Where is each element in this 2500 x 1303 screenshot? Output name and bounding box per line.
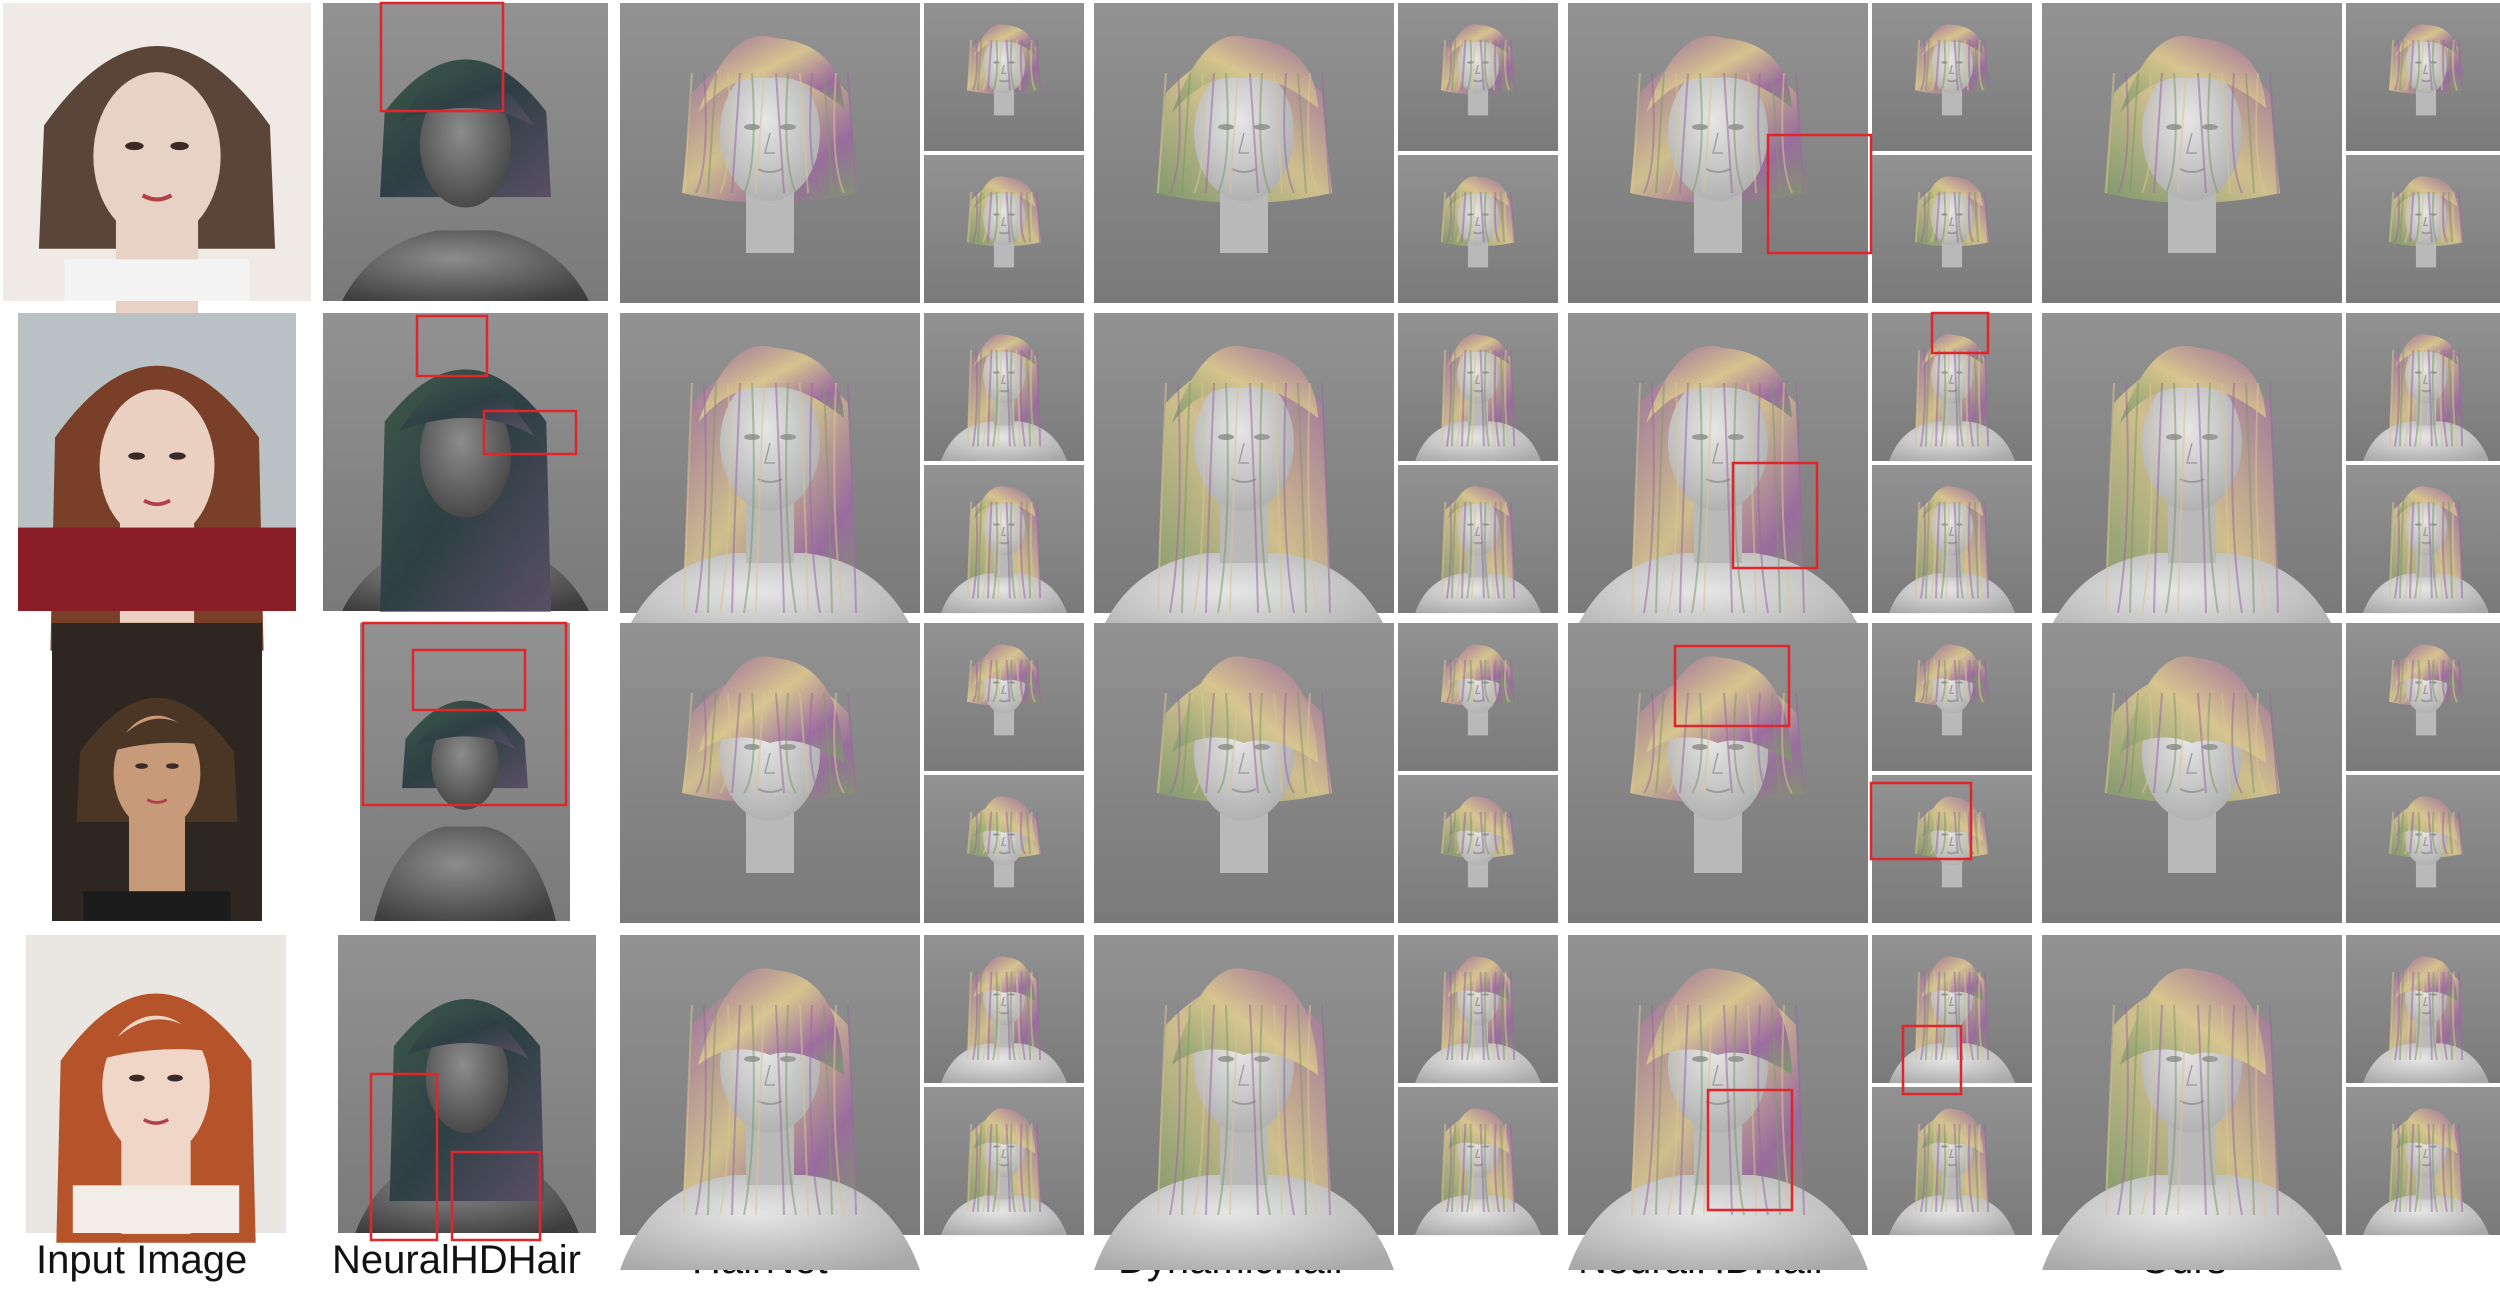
hairnet-thumb-side-row-4 — [924, 935, 1084, 1084]
ours-thumb-side-row-2 — [2346, 313, 2500, 462]
highlight-box-10 — [1869, 781, 1973, 861]
input-photo-row-1 — [3, 3, 311, 331]
ours-render-row-2 — [2042, 313, 2342, 648]
highlight-box-8 — [411, 648, 527, 712]
ours-render-row-3 — [2042, 623, 2342, 923]
dynamichair-thumb-angle-row-2 — [1398, 465, 1558, 614]
highlight-box-6 — [1731, 461, 1819, 570]
ours-thumb-side-row-4 — [2346, 935, 2500, 1084]
highlight-box-14 — [1706, 1088, 1794, 1212]
dynamichair-thumb-angle-row-1 — [1398, 155, 1558, 303]
highlight-box-3 — [415, 314, 489, 378]
neuralhdhair-star-thumb-angle-row-4 — [1872, 1087, 2032, 1236]
dynamichair-thumb-side-row-2 — [1398, 313, 1558, 462]
hairnet-render-row-2 — [620, 313, 920, 648]
highlight-box-7 — [361, 621, 568, 807]
hairnet-thumb-angle-row-1 — [924, 155, 1084, 303]
neuralhdhair-star-render-row-3 — [1568, 623, 1868, 923]
ours-render-row-4 — [2042, 935, 2342, 1270]
hairnet-thumb-side-row-1 — [924, 3, 1084, 151]
dynamichair-thumb-angle-row-4 — [1398, 1087, 1558, 1236]
highlight-box-5 — [1930, 311, 1990, 355]
dynamichair-thumb-side-row-4 — [1398, 935, 1558, 1084]
ours-thumb-angle-row-1 — [2346, 155, 2500, 303]
neuralhdhair-star-thumb-angle-row-1 — [1872, 155, 2032, 303]
dynamichair-render-row-3 — [1094, 623, 1394, 923]
dynamichair-thumb-side-row-3 — [1398, 623, 1558, 771]
ours-thumb-angle-row-3 — [2346, 775, 2500, 923]
input-photo-row-4 — [26, 935, 286, 1243]
highlight-box-1 — [379, 1, 505, 113]
neuralhdhair-star-thumb-side-row-4 — [1872, 935, 2032, 1084]
hairnet-thumb-angle-row-4 — [924, 1087, 1084, 1236]
dynamichair-render-row-1 — [1094, 3, 1394, 303]
hairnet-thumb-side-row-2 — [924, 313, 1084, 462]
neuralhdhair-star-thumb-side-row-3 — [1872, 623, 2032, 771]
highlight-box-12 — [450, 1150, 542, 1242]
neuralhdhair-star-render-row-2 — [1568, 313, 1868, 648]
hairnet-render-row-1 — [620, 3, 920, 303]
neuralhdhair-star-thumb-side-row-2 — [1872, 313, 2032, 462]
neuralhdhair-star-render-row-1 — [1568, 3, 1868, 303]
dynamichair-render-row-2 — [1094, 313, 1394, 648]
hairnet-render-row-3 — [620, 623, 920, 923]
dynamichair-render-row-4 — [1094, 935, 1394, 1270]
caption-neuralhdhair: NeuralHDHair — [332, 1238, 581, 1282]
dynamichair-thumb-angle-row-3 — [1398, 775, 1558, 923]
hairnet-render-row-4 — [620, 935, 920, 1270]
neuralhdhair-render-row-3 — [360, 623, 570, 921]
hairnet-thumb-side-row-3 — [924, 623, 1084, 771]
ours-thumb-angle-row-2 — [2346, 465, 2500, 614]
neuralhdhair-render-row-4 — [338, 935, 596, 1233]
highlight-box-2 — [1766, 133, 1873, 255]
dynamichair-thumb-side-row-1 — [1398, 3, 1558, 151]
ours-thumb-side-row-1 — [2346, 3, 2500, 151]
highlight-box-9 — [1673, 644, 1791, 728]
highlight-box-4 — [482, 409, 578, 456]
hairnet-thumb-angle-row-3 — [924, 775, 1084, 923]
ours-thumb-angle-row-4 — [2346, 1087, 2500, 1236]
neuralhdhair-star-render-row-4 — [1568, 935, 1868, 1270]
neuralhdhair-render-row-1 — [323, 3, 608, 301]
input-photo-row-3 — [52, 623, 262, 921]
caption-input-image: Input Image — [36, 1238, 248, 1282]
ours-thumb-side-row-3 — [2346, 623, 2500, 771]
hairnet-thumb-angle-row-2 — [924, 465, 1084, 614]
neuralhdhair-star-thumb-angle-row-2 — [1872, 465, 2032, 614]
neuralhdhair-star-thumb-angle-row-3 — [1872, 775, 2032, 923]
neuralhdhair-render-row-2 — [323, 313, 608, 612]
neuralhdhair-star-thumb-side-row-1 — [1872, 3, 2032, 151]
ours-render-row-1 — [2042, 3, 2342, 303]
highlight-box-11 — [369, 1072, 439, 1242]
input-photo-row-2 — [18, 313, 296, 651]
highlight-box-13 — [1901, 1024, 1963, 1096]
